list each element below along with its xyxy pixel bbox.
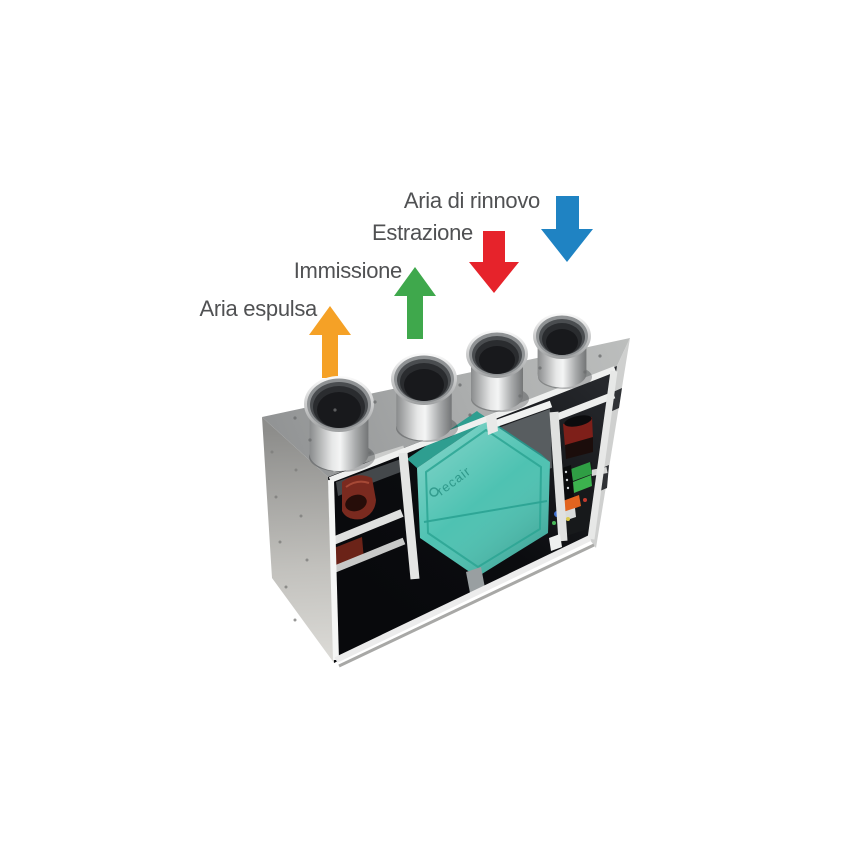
label-immissione: Immissione <box>293 258 403 283</box>
divider-bracket <box>549 534 562 551</box>
top-rail-right <box>555 391 616 421</box>
component <box>566 517 570 521</box>
front-left-corner-strip <box>328 479 339 661</box>
left-side-panel <box>262 417 334 663</box>
up-arrow-icon-immissione <box>394 267 436 339</box>
extract-fan-inlet <box>564 415 592 427</box>
heat-exchanger-seam <box>423 500 548 523</box>
up-arrow-icon-aria-espulsa <box>309 306 351 378</box>
rivets <box>293 354 602 455</box>
arrow-shape <box>469 231 519 293</box>
bottom-front-strip <box>334 535 592 663</box>
exchanger-support <box>466 567 485 593</box>
pin-header <box>562 465 574 501</box>
collar-inner-deep <box>546 329 578 355</box>
heat-exchanger-inset-line <box>425 429 542 568</box>
rail-tab <box>486 413 498 435</box>
collar-inner-deep <box>317 392 361 428</box>
duct-collar-2 <box>391 353 458 442</box>
vertical-divider-left <box>398 452 420 580</box>
collar-inner-deep <box>479 346 515 374</box>
duct-collar-3 <box>466 330 529 412</box>
front-right-corner-strip <box>587 370 618 540</box>
shelf-rail <box>333 537 406 573</box>
shelf-rail <box>331 509 404 545</box>
extract-fan-shadow <box>565 437 593 459</box>
exchanger-logo-icon <box>429 487 439 497</box>
pin <box>565 478 569 482</box>
down-arrow-icon-estrazione <box>469 231 519 293</box>
arrow-shape <box>541 196 593 262</box>
supply-fan-inlet <box>345 494 367 512</box>
top-rail-center <box>490 400 553 429</box>
fan-compartment-left <box>331 445 406 573</box>
heat-exchanger-shading <box>417 420 550 577</box>
duct-collar-1 <box>304 376 375 472</box>
terminal-block <box>571 462 592 481</box>
label-aria-di-rinnovo: Aria di rinnovo <box>403 188 540 213</box>
rivets-left-panel <box>270 450 309 622</box>
relay <box>560 495 581 513</box>
frame-strips <box>328 366 618 668</box>
collar-inner-deep <box>404 369 444 401</box>
duct-collar-4 <box>533 313 592 389</box>
vertical-divider-right <box>549 411 568 542</box>
component <box>583 498 587 502</box>
arrow-shape <box>394 267 436 339</box>
bottom-outer-edge <box>338 543 595 668</box>
connector <box>563 508 576 521</box>
pin <box>566 486 570 490</box>
arrow-shape <box>309 306 351 378</box>
label-estrazione: Estrazione <box>372 220 473 245</box>
label-aria-espulsa: Aria espulsa <box>199 296 318 321</box>
supply-fan-highlight <box>345 480 370 488</box>
down-arrow-icon-aria-di-rinnovo <box>541 196 593 262</box>
terminal-block <box>573 475 592 493</box>
top-front-edge <box>328 366 617 483</box>
component <box>552 521 556 525</box>
pin <box>564 470 568 474</box>
fan-compartment-right <box>552 415 608 539</box>
